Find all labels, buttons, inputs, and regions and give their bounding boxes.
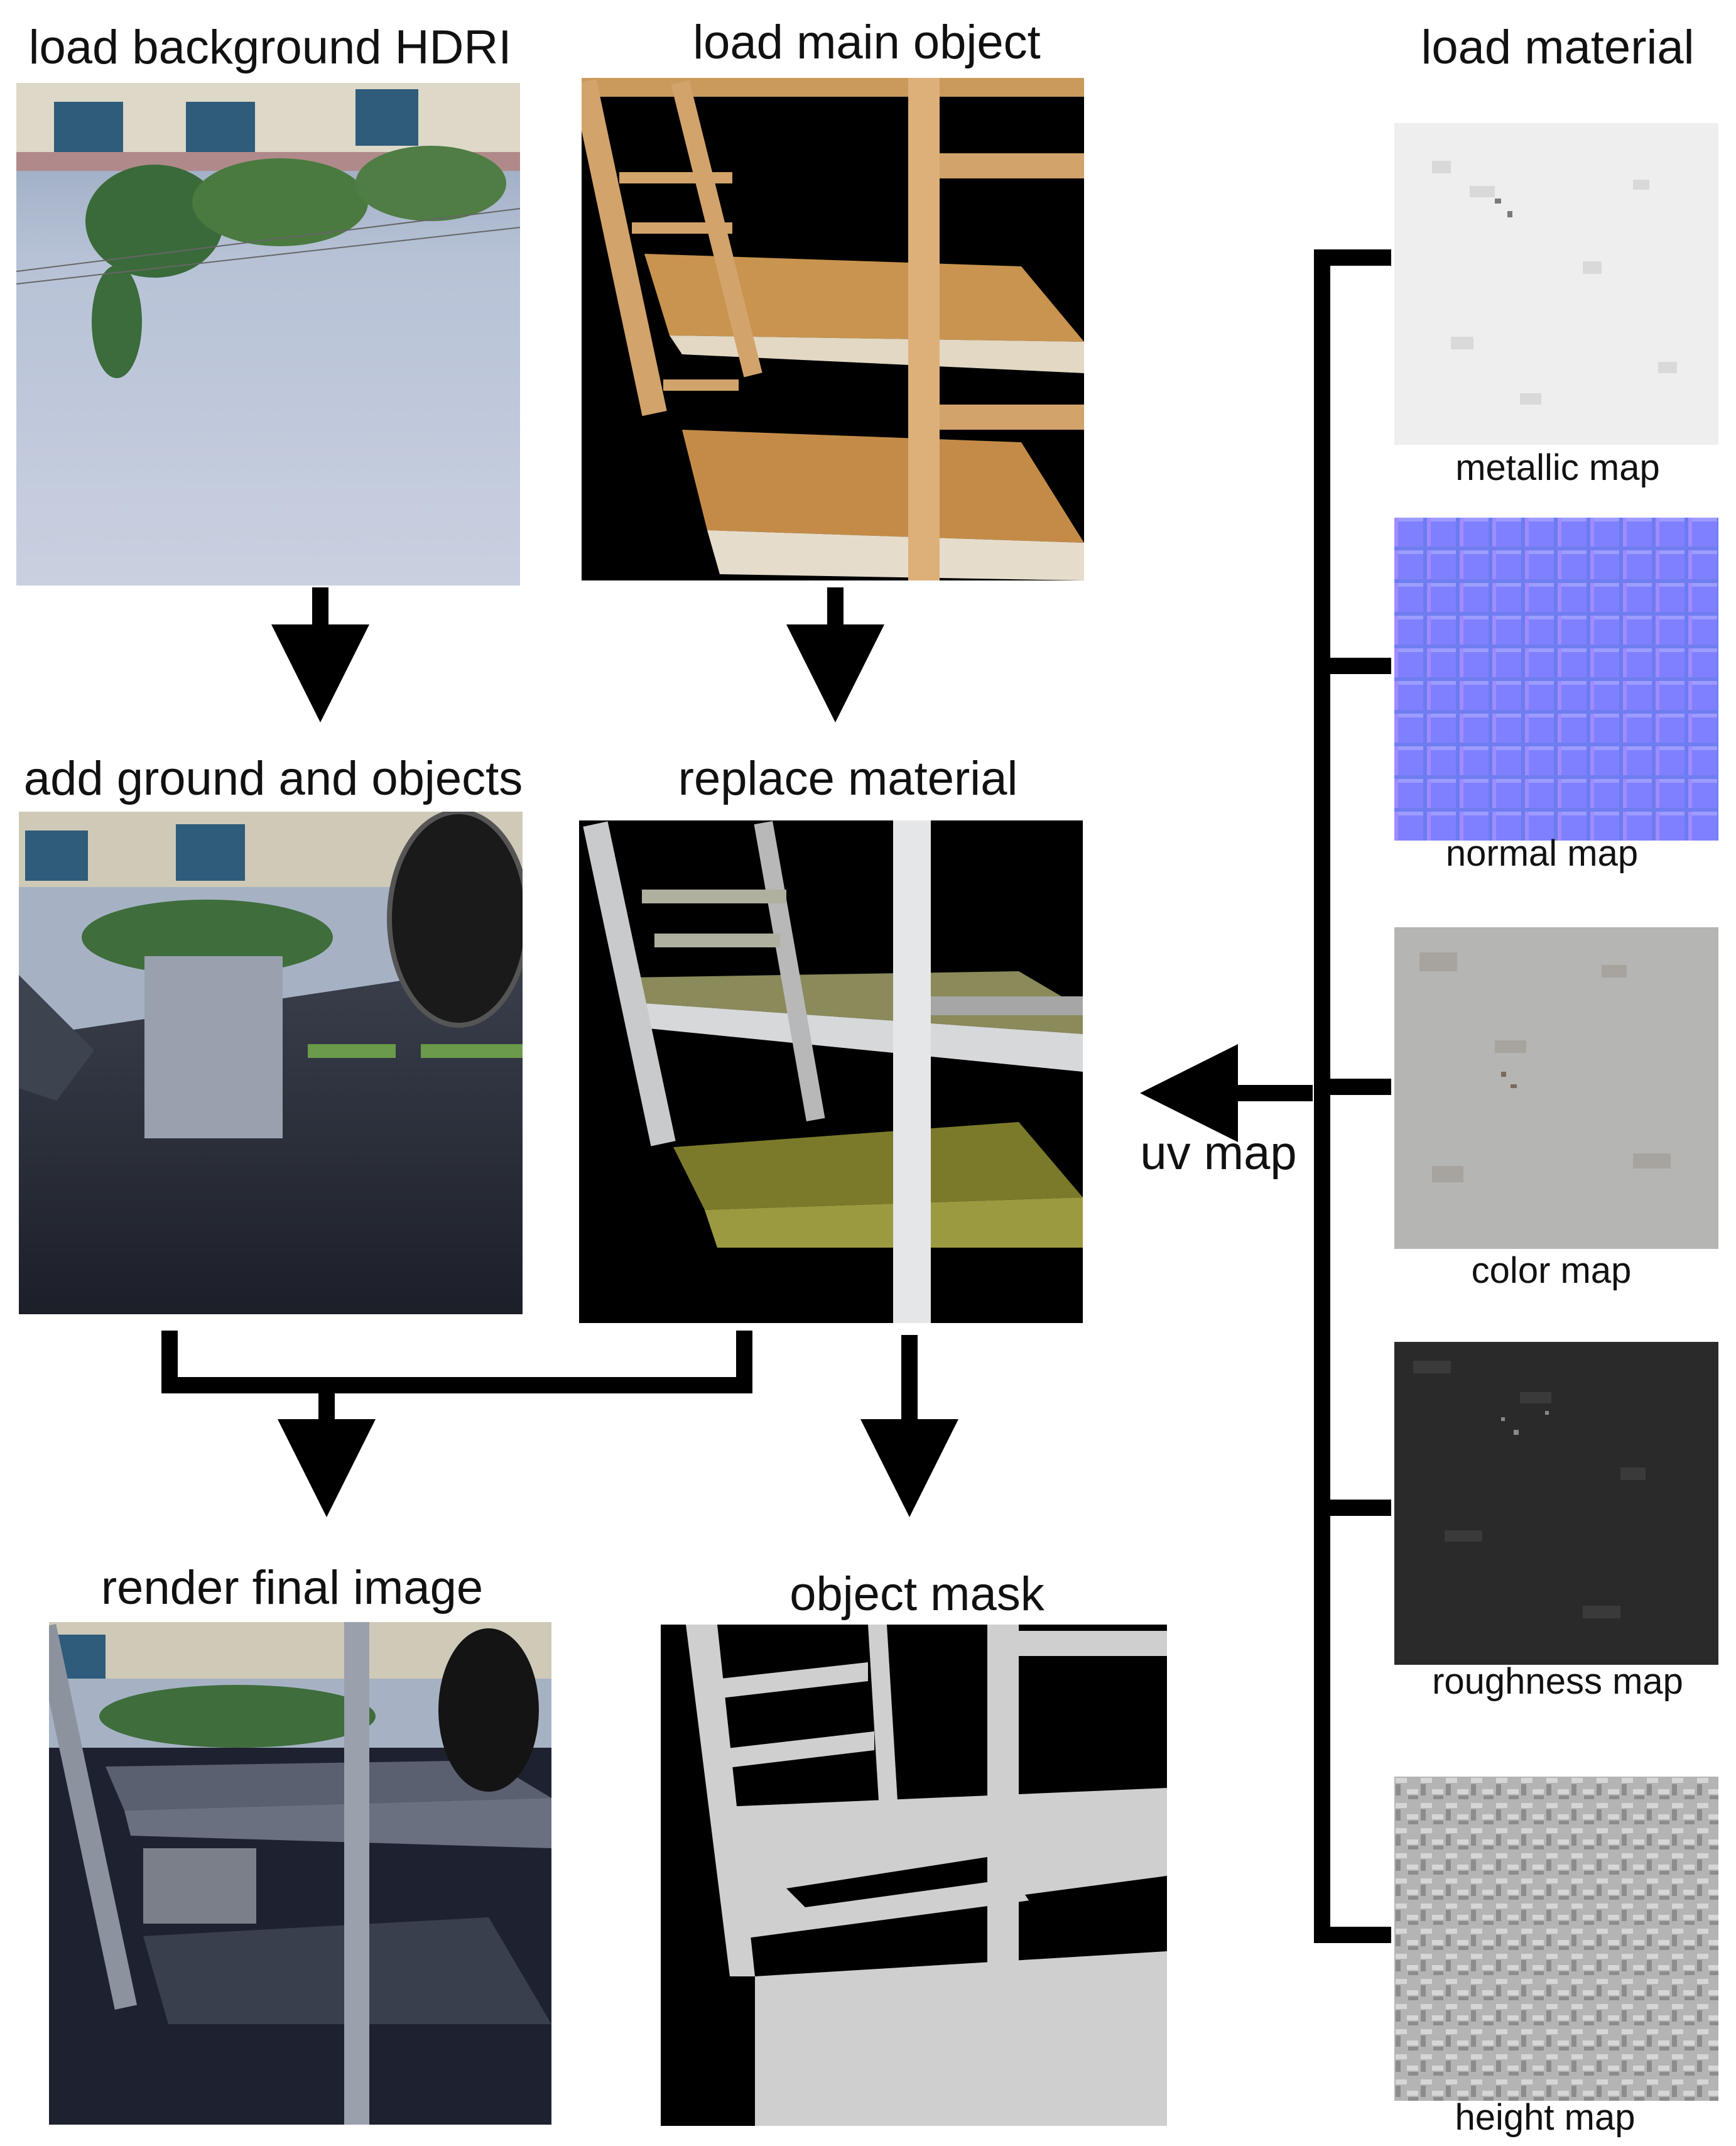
label-height-map: height map	[1455, 2097, 1636, 2138]
label-roughness-map: roughness map	[1432, 1661, 1683, 1702]
ground-and-objects-image	[19, 812, 523, 1314]
height-map-texture	[1394, 1777, 1718, 2101]
label-object-mask: object mask	[789, 1567, 1044, 1621]
hdri-background-image	[16, 83, 520, 586]
object-mask-image	[661, 1625, 1167, 2126]
final-render-image	[49, 1622, 551, 2125]
merge-bracket	[161, 1331, 752, 1393]
replaced-material-shelf-image	[579, 820, 1083, 1323]
color-map-texture	[1394, 927, 1718, 1249]
label-color-map: color map	[1471, 1250, 1632, 1291]
normal-map-texture	[1394, 518, 1718, 841]
metallic-map-texture	[1394, 123, 1718, 445]
label-metallic-map: metallic map	[1455, 447, 1660, 488]
label-normal-map: normal map	[1445, 833, 1639, 874]
label-load-material: load material	[1421, 21, 1695, 74]
label-load-main-object: load main object	[693, 16, 1041, 69]
roughness-map-texture	[1394, 1342, 1718, 1665]
label-add-ground-and-objects: add ground and objects	[23, 752, 523, 805]
label-render-final-image: render final image	[100, 1561, 484, 1615]
main-object-shelf-image	[582, 78, 1084, 580]
label-load-background-hdri: load background HDRI	[28, 21, 512, 74]
label-replace-material: replace material	[678, 752, 1018, 805]
label-uv-map: uv map	[1140, 1126, 1297, 1180]
